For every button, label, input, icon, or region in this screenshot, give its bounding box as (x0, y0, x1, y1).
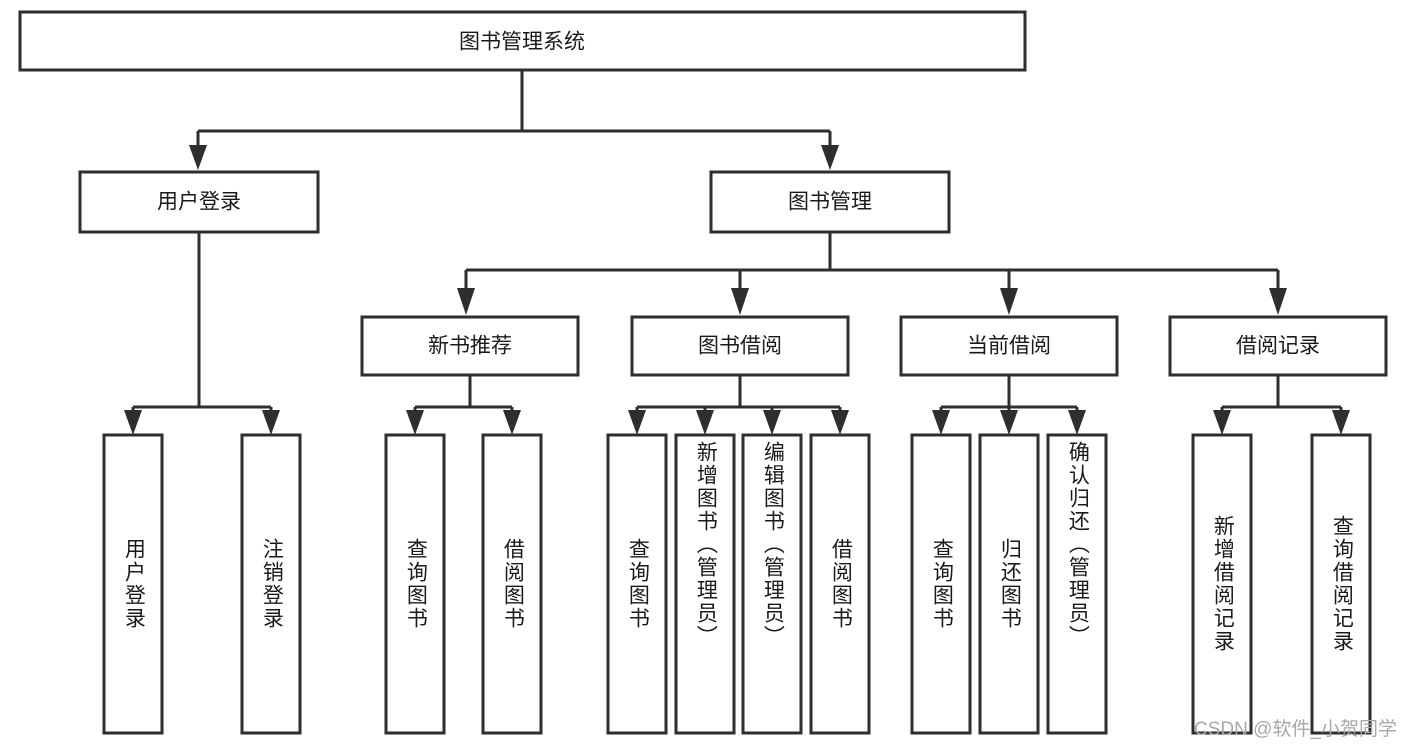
arrow-head-leaf-query-book-2 (628, 410, 646, 435)
leaf-box-add-book[interactable] (674, 433, 736, 735)
arrow-head-leaf-borrow-book-1 (503, 410, 521, 435)
arrow-head-leaf-edit-book (763, 410, 781, 435)
arrow-head-leaf-query-book-3 (932, 410, 950, 435)
arrow-head-current-borrow (1000, 288, 1018, 315)
leaf-box-borrow-book-1[interactable] (481, 433, 543, 735)
arrow-head-leaf-logout (262, 410, 280, 435)
node-new-book-recommend[interactable]: 新书推荐 (360, 315, 580, 377)
arrow-head-leaf-borrow-book-2 (831, 410, 849, 435)
leaf-box-query-book-1[interactable] (384, 433, 446, 735)
node-user-login[interactable]: 用户登录 (78, 170, 320, 234)
node-root[interactable]: 图书管理系统 (18, 10, 1027, 72)
leaf-box-query-record[interactable] (1310, 433, 1372, 735)
user-login-label: 用户登录 (157, 191, 241, 214)
leaf-box-query-book-3[interactable] (910, 433, 972, 735)
arrow-head-book-manage (821, 145, 839, 170)
arrow-head-leaf-return-book (1000, 410, 1018, 435)
arrow-head-leaf-user-login (124, 410, 142, 435)
leaf-box-borrow-book-2[interactable] (809, 433, 871, 735)
leaf-box-add-record[interactable] (1191, 433, 1253, 735)
root-label: 图书管理系统 (459, 31, 585, 54)
node-book-manage[interactable]: 图书管理 (709, 170, 951, 234)
book-manage-box[interactable] (709, 170, 951, 234)
arrow-head-new-book (457, 288, 475, 315)
leaf-box-user-login[interactable] (102, 433, 164, 735)
leaf-box-confirm-return[interactable] (1046, 433, 1108, 735)
leaf-box-return-book[interactable] (978, 433, 1040, 735)
borrow-record-box[interactable] (1168, 315, 1388, 377)
arrow-head-leaf-confirm-return (1068, 410, 1086, 435)
new-book-recommend-box[interactable] (360, 315, 580, 377)
book-borrow-label: 图书借阅 (698, 335, 782, 358)
leaf-box-logout[interactable] (240, 433, 302, 735)
arrow-head-borrow-record (1269, 288, 1287, 315)
arrow-head-leaf-query-book-1 (406, 410, 424, 435)
root-box[interactable] (18, 10, 1027, 72)
node-borrow-record[interactable]: 借阅记录 (1168, 315, 1388, 377)
arrow-head-leaf-add-record (1213, 410, 1231, 435)
leaf-box-edit-book[interactable] (741, 433, 803, 735)
book-borrow-box[interactable] (630, 315, 850, 377)
borrow-record-label: 借阅记录 (1236, 335, 1320, 358)
current-borrow-label: 当前借阅 (967, 335, 1051, 358)
arrow-head-leaf-query-record (1332, 410, 1350, 435)
leaf-box-query-book-2[interactable] (606, 433, 668, 735)
node-current-borrow[interactable]: 当前借阅 (899, 315, 1119, 377)
arrow-head-book-borrow (731, 288, 749, 315)
arrow-head-leaf-add-book (696, 410, 714, 435)
node-book-borrow[interactable]: 图书借阅 (630, 315, 850, 377)
current-borrow-box[interactable] (899, 315, 1119, 377)
arrow-head-user-login (189, 145, 207, 170)
book-manage-label: 图书管理 (788, 191, 872, 214)
new-book-recommend-label: 新书推荐 (428, 335, 512, 358)
